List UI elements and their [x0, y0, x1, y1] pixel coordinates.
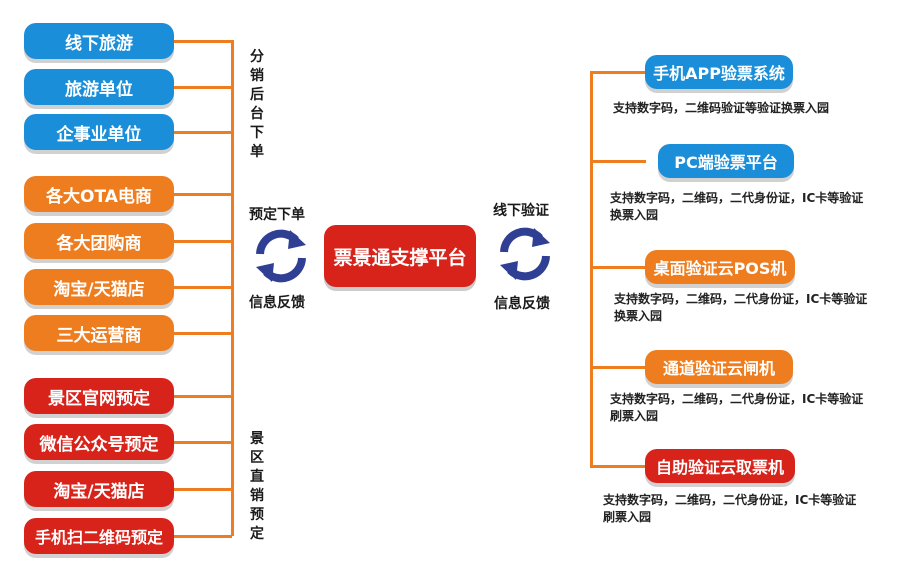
connector-line — [174, 488, 232, 491]
method-desktop-pos: 桌面验证云POS机 — [645, 250, 795, 284]
method-app-ticket-check: 手机APP验票系统 — [645, 55, 793, 89]
method-pos-desc: 支持数字码，二维码，二代身份证，IC卡等验证换票入园 — [614, 292, 868, 323]
connector-line — [590, 465, 646, 468]
right-cycle-top-label: 线下验证 — [493, 203, 549, 219]
connector-line — [174, 131, 232, 134]
connector-line — [174, 535, 232, 538]
channel-travel-units: 旅游单位 — [24, 69, 174, 105]
right-cycle-bottom-label: 信息反馈 — [494, 296, 550, 312]
channel-official-site: 景区官网预定 — [24, 378, 174, 414]
left-trunk-line — [231, 40, 234, 536]
method-pc-platform: PC端验票平台 — [658, 144, 794, 178]
channel-taobao-tmall: 淘宝/天猫店 — [24, 269, 174, 305]
method-app-desc: 支持数字码，二维码验证等验证换票入园 — [613, 101, 830, 115]
channel-wechat: 微信公众号预定 — [24, 424, 174, 460]
connector-line — [174, 395, 232, 398]
refresh-cycle-icon — [256, 229, 306, 283]
method-kiosk-desc: 支持数字码，二维码，二代身份证，IC卡等验证刷票入园 — [603, 493, 857, 524]
method-self-service-kiosk: 自助验证云取票机 — [645, 449, 795, 483]
connector-line — [174, 193, 232, 196]
connector-line — [174, 441, 232, 444]
connector-line — [590, 366, 646, 369]
right-trunk-line — [590, 72, 593, 467]
method-channel-gate: 通道验证云闸机 — [645, 350, 793, 384]
connector-line — [174, 286, 232, 289]
channel-qr-scan: 手机扫二维码预定 — [24, 518, 174, 554]
channel-ota: 各大OTA电商 — [24, 176, 174, 212]
left-cycle-top-label: 预定下单 — [249, 207, 305, 223]
group-label-distribution: 分销后台下单 — [250, 49, 264, 160]
connector-line — [174, 40, 232, 43]
channel-telecom: 三大运营商 — [24, 315, 174, 351]
connector-line — [174, 86, 232, 89]
connector-line — [590, 266, 646, 269]
connector-line — [590, 160, 646, 163]
connector-line — [174, 332, 232, 335]
center-platform: 票景通支撑平台 — [324, 225, 476, 287]
left-cycle-bottom-label: 信息反馈 — [249, 295, 305, 311]
channel-offline-travel: 线下旅游 — [24, 23, 174, 59]
channel-enterprises: 企事业单位 — [24, 114, 174, 150]
connector-line — [590, 71, 646, 74]
method-pc-desc: 支持数字码，二维码，二代身份证，IC卡等验证换票入园 — [610, 191, 864, 222]
method-gate-desc: 支持数字码，二维码，二代身份证，IC卡等验证刷票入园 — [610, 392, 864, 423]
group-label-scenic-direct: 景区直销预定 — [250, 431, 264, 542]
channel-group-buy: 各大团购商 — [24, 223, 174, 259]
refresh-cycle-icon — [500, 227, 550, 281]
connector-line — [174, 240, 232, 243]
channel-taobao-tmall-direct: 淘宝/天猫店 — [24, 471, 174, 507]
